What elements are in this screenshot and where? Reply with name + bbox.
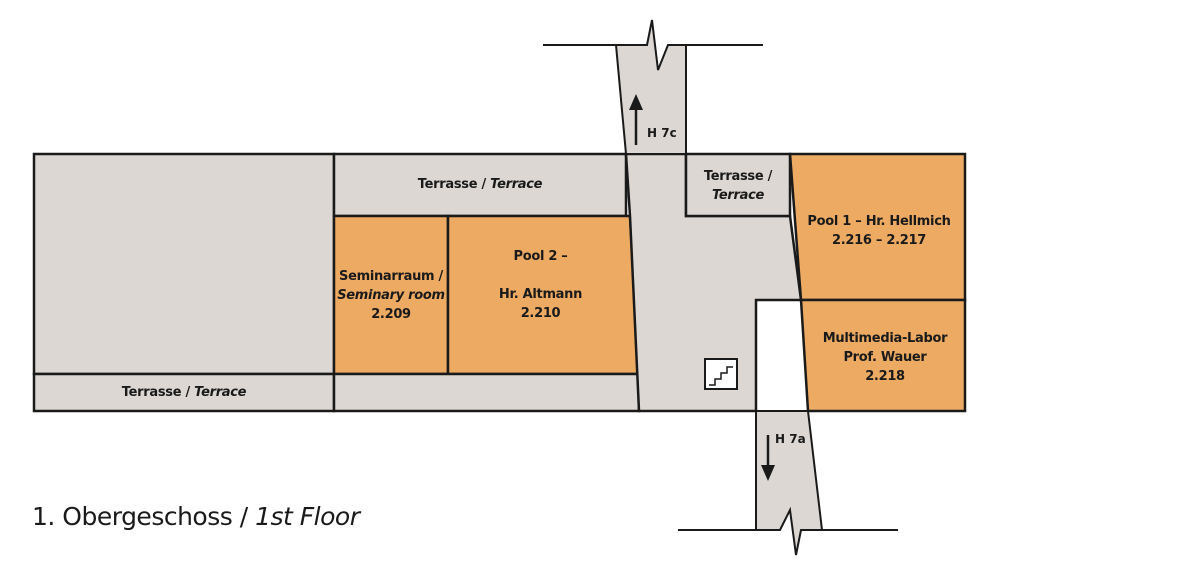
terrace-top-sep: / [481,177,486,192]
multimedia-label: Multimedia-Labor Prof. Wauer 2.218 [801,329,969,386]
pool2-line2: Hr. Altmann [498,287,583,302]
north-connector [614,19,687,155]
seminar-room-de: Seminarraum [339,269,435,284]
terrace-right-area[interactable] [684,152,792,218]
pool1-line1: Pool 1 – Hr. Hellmich [807,214,951,229]
pool2-number: 2.210 [520,306,561,321]
multimedia-room-area[interactable] [799,298,967,413]
multimedia-number: 2.218 [865,369,905,384]
arrow-up-icon [629,94,643,145]
terrace-top-de: Terrasse [417,177,478,192]
terrace-bottom-label: Terrasse / Terrace [34,383,334,402]
pool1-number: 2.216 – 2.217 [832,233,926,248]
terrace-bottom-area [32,372,336,413]
terrace-bottom-sep: / [185,385,190,400]
seminar-room-label: Seminarraum / Seminary room 2.209 [334,267,448,324]
terrace-right-label: Terrasse / Terrace [686,167,790,205]
arrow-down-icon [761,435,775,481]
stairs-icon [704,358,738,390]
terrace-top-en: Terrace [490,177,543,192]
west-wing [32,152,336,376]
terrace-bottom-de: Terrasse [121,385,182,400]
pool2-label: Pool 2 – Hr. Altmann 2.210 [448,247,633,323]
terrace-top-label: Terrasse / Terrace [334,175,626,194]
seminar-room-number: 2.209 [371,307,411,322]
seminar-room-sep: / [438,269,444,284]
pool1-label: Pool 1 – Hr. Hellmich 2.216 – 2.217 [793,212,965,250]
multimedia-line1: Multimedia-Labor [822,331,948,346]
south-connector-label: H 7a [775,432,806,446]
terrace-bottom-en: Terrace [194,385,247,400]
floor-title-de: 1. Obergeschoss [32,502,233,531]
pool2-line1: Pool 2 – [513,249,568,264]
floor-title-sep: / [239,502,248,531]
south-connector [755,410,824,556]
lower-corridor-area [332,372,641,413]
terrace-right-en: Terrace [711,188,765,203]
seminar-room-en: Seminary room [337,288,445,303]
floor-title-en: 1st Floor [255,502,360,531]
multimedia-line2: Prof. Wauer [843,350,927,365]
terrace-right-sep: / [767,169,773,184]
north-connector-label: H 7c [647,126,677,140]
terrace-right-de: Terrasse [703,169,764,184]
floor-title: 1. Obergeschoss / 1st Floor [32,502,360,531]
